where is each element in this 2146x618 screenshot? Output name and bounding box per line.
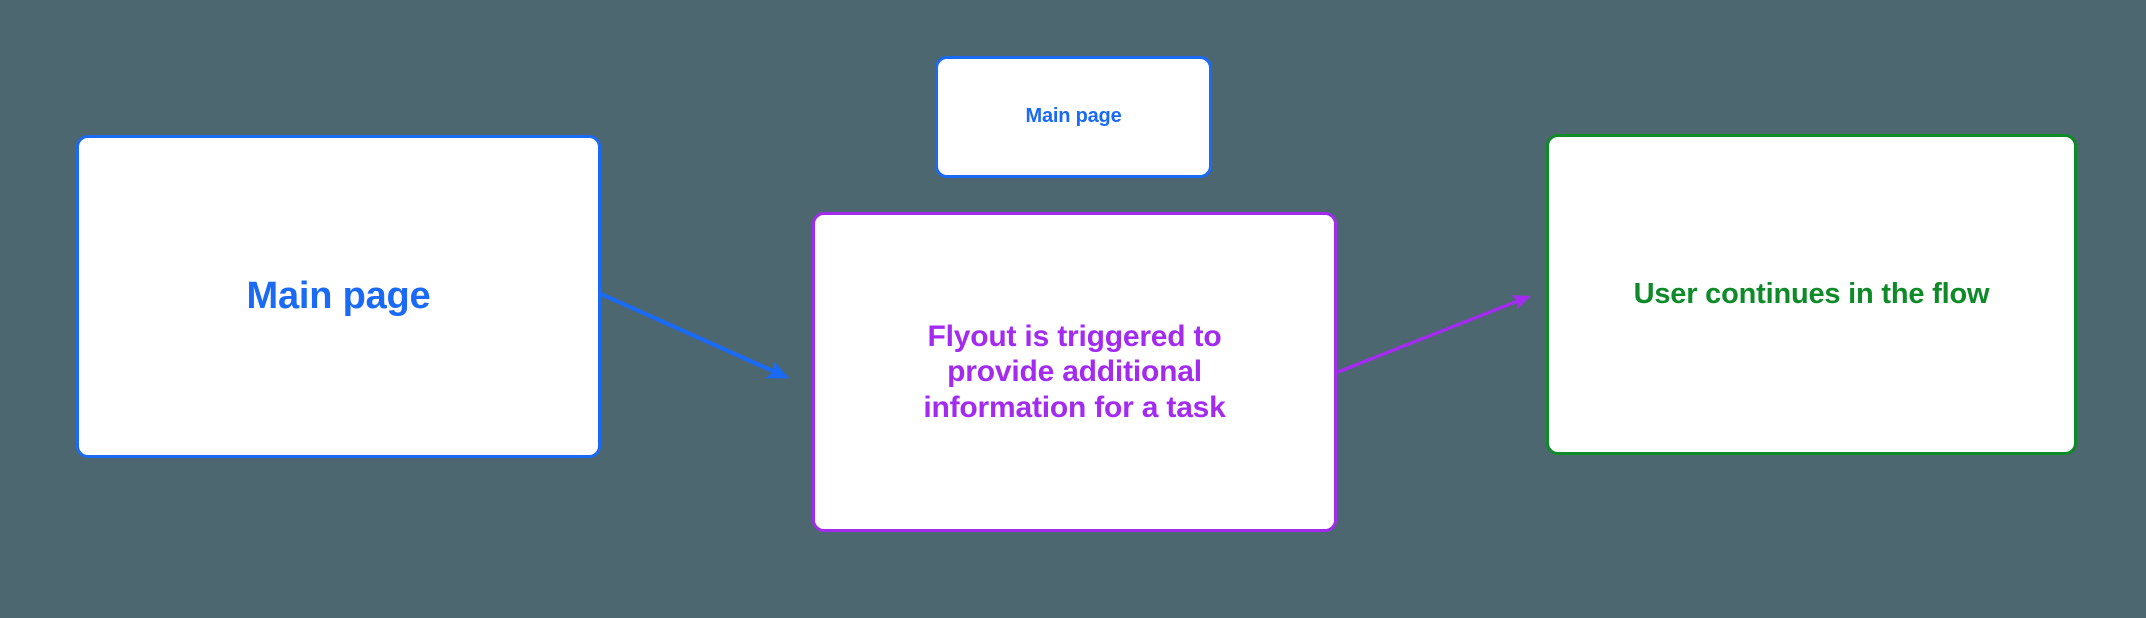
node-main-page-small-label: Main page [1025,105,1122,128]
edge-flyout-to-user-continues [1337,295,1531,374]
node-main-page-large[interactable]: Main page [76,135,601,458]
node-main-page-large-label: Main page [246,275,431,318]
node-flyout[interactable]: Flyout is triggered to provide additiona… [812,212,1337,532]
node-user-continues-label: User continues in the flow [1633,278,1990,311]
node-user-continues[interactable]: User continues in the flow [1546,134,2077,455]
edge-main-page-to-flyout [600,292,790,379]
node-main-page-small[interactable]: Main page [935,56,1212,178]
node-flyout-label: Flyout is triggered to provide additiona… [923,319,1226,424]
